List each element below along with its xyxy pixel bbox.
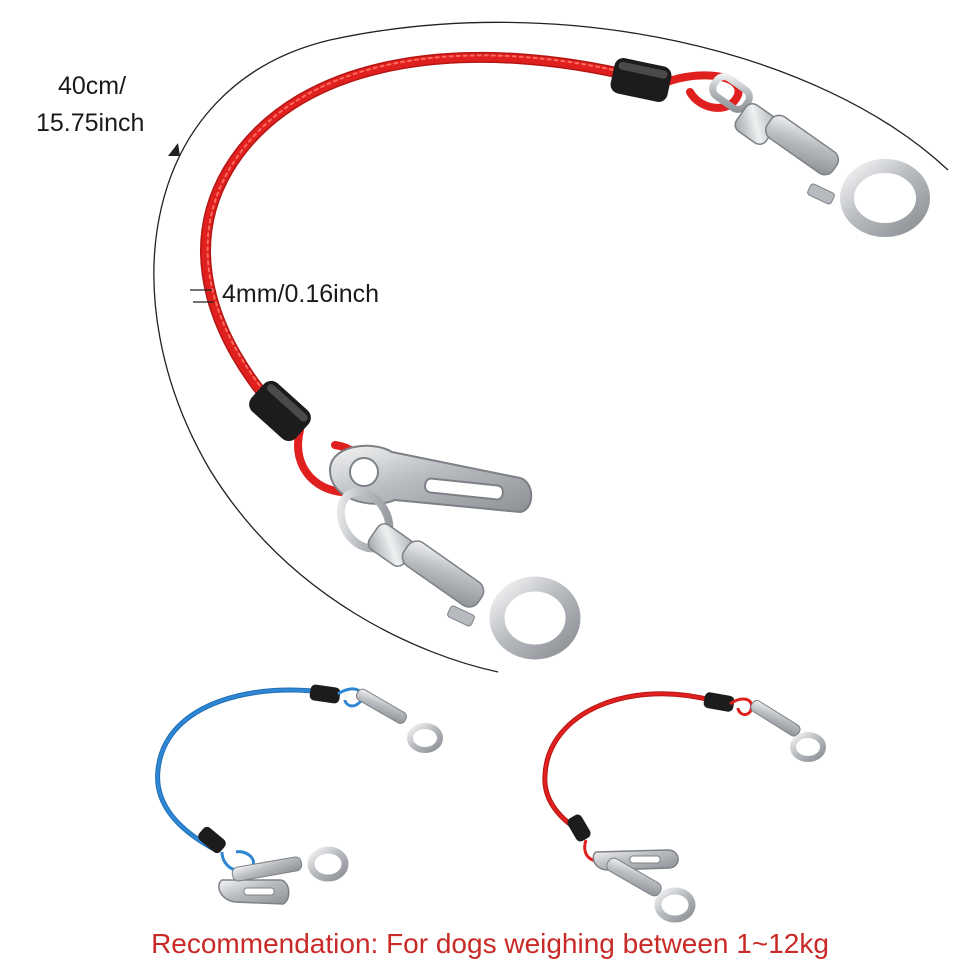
top-crimp-sleeve [610, 58, 672, 102]
length-measure-arc [153, 21, 949, 673]
length-inch-label: 15.75inch [36, 109, 145, 137]
recommendation-caption: Recommendation: For dogs weighing betwee… [151, 928, 829, 959]
bottom-crimp-sleeve [249, 380, 311, 442]
bottom-snap-hook [336, 487, 581, 660]
variant-blue-tether [155, 684, 443, 905]
arc-arrowhead-icon [168, 143, 180, 156]
top-cable-loop [656, 71, 743, 112]
main-tether-cable [200, 51, 646, 411]
top-snap-hook [709, 73, 930, 237]
length-cm-label: 40cm/ [58, 72, 127, 100]
seat-belt-buckle [328, 444, 533, 514]
diameter-label: 4mm/0.16inch [222, 280, 380, 308]
variant-red-tether [542, 691, 826, 923]
